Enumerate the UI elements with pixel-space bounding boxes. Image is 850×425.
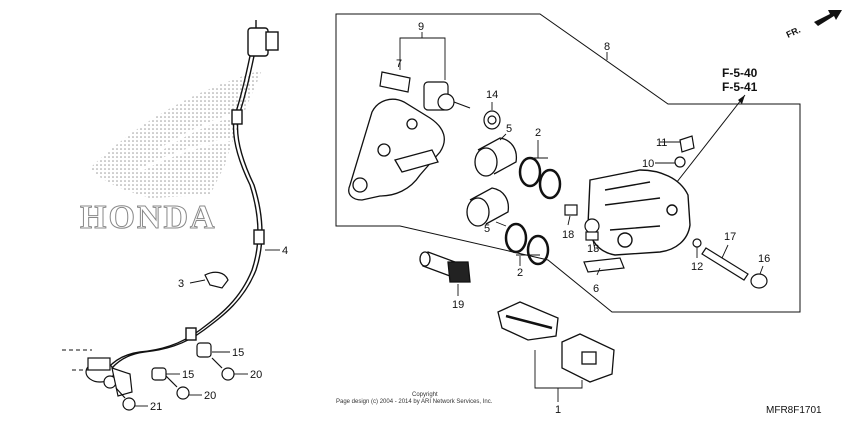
callout-9: 9: [418, 21, 424, 33]
boot-14: [483, 110, 501, 130]
callout-18: 18: [562, 229, 574, 241]
callout-16: 16: [758, 253, 770, 265]
pad-spring-7: [379, 71, 411, 93]
caliper-bracket: [348, 98, 445, 201]
callout-15: 15: [232, 347, 244, 359]
copyright-notice: Page design (c) 2004 - 2014 by ARI Netwo…: [336, 399, 493, 405]
callout-14: 14: [486, 89, 498, 101]
caliper-assembly-outline: [335, 13, 801, 313]
bolt-20: [211, 357, 235, 381]
callout-2: 2: [535, 127, 541, 139]
wire-clamp-3: [204, 271, 229, 289]
callout-21: 21: [150, 401, 162, 413]
callout-15: 15: [182, 369, 194, 381]
callout-20: 20: [250, 369, 262, 381]
callout-10: 10: [642, 158, 654, 170]
piston-5: [474, 137, 518, 177]
bolt-20: [165, 375, 190, 400]
brake-pad: [497, 301, 559, 341]
callout-13: 13: [587, 243, 599, 255]
pad-pin-17: [701, 247, 749, 281]
honda-watermark-text: HONDA: [80, 199, 217, 236]
callout-2: 2: [517, 267, 523, 279]
copyright-title: Copyright: [412, 392, 438, 398]
callout-3: 3: [178, 278, 184, 290]
piston-seal-set-2: [504, 222, 550, 266]
pin-plug-16: [750, 273, 768, 289]
washer-12: [692, 238, 702, 248]
bleeder-valve-10: [674, 156, 686, 168]
callout-17: 17: [724, 231, 736, 243]
cap-11: [679, 135, 695, 153]
front-direction-indicator: FR.: [785, 10, 842, 40]
slide-pin-19: [419, 251, 471, 283]
callout-20: 20: [204, 390, 216, 402]
bolt-21: [115, 387, 136, 411]
piston-seal-set-2: [518, 156, 562, 200]
honda-wing-watermark: HONDA: [80, 70, 262, 237]
callout-5: 5: [506, 123, 512, 135]
callout-8: 8: [604, 41, 610, 53]
callout-12: 12: [691, 261, 703, 273]
callout-6: 6: [593, 283, 599, 295]
diagram-code: MFR8F1701: [766, 405, 822, 416]
reference-code: F-5-40: [722, 66, 758, 80]
reference-code: F-5-41: [722, 80, 758, 94]
callout-7: 7: [396, 58, 402, 70]
abs-sensor: [85, 357, 133, 397]
wire-clip-15: [151, 367, 167, 381]
callout-5: 5: [484, 223, 490, 235]
pad-retainer-6: [583, 257, 625, 273]
callout-19: 19: [452, 299, 464, 311]
callout-11: 11: [656, 137, 667, 149]
bleeder-cap-18: [564, 204, 578, 216]
fr-label: FR.: [785, 25, 802, 40]
piston-5: [466, 187, 510, 227]
leader-lines: [135, 32, 764, 407]
bleeder-13: [584, 218, 600, 241]
fr-arrow-icon: [814, 10, 842, 26]
callout-labels: 1 2 2 3 4 5 5 6 7 8 9 10 11 12 13 14 15 …: [150, 21, 770, 416]
slide-pin-9: [423, 81, 471, 111]
brake-pad: [561, 333, 615, 383]
abs-sensor-wire: [107, 20, 279, 369]
callout-4: 4: [282, 245, 288, 257]
caliper-body: [587, 169, 691, 256]
callout-1: 1: [555, 404, 561, 416]
wire-clip-15: [196, 342, 212, 358]
